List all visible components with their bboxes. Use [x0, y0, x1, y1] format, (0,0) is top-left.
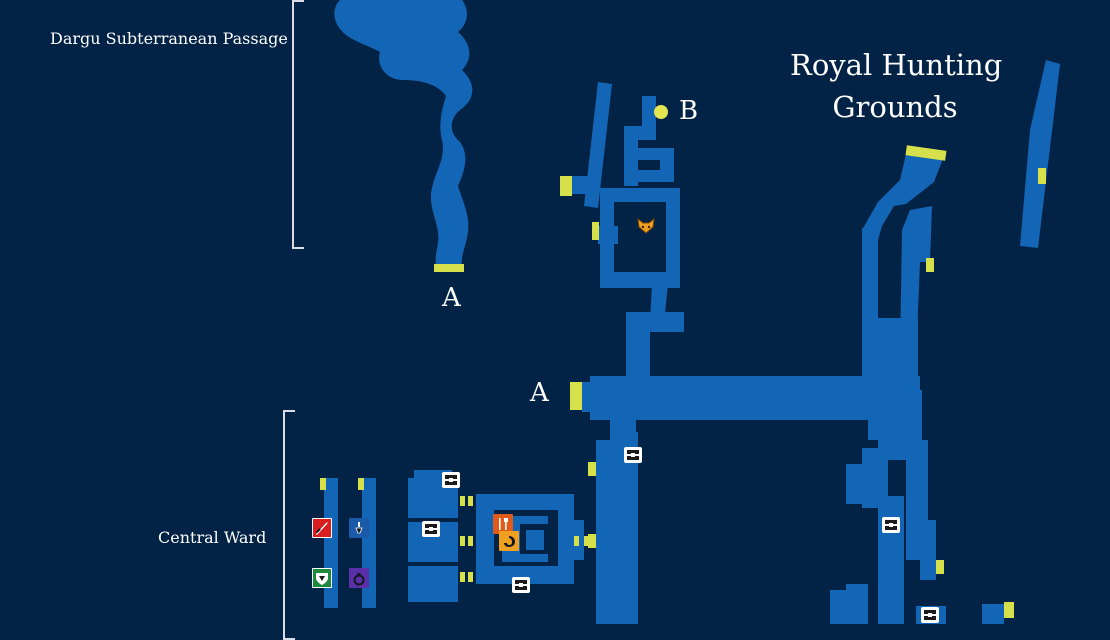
central-doors [320, 478, 589, 582]
dargu-bracket [292, 0, 304, 249]
dargu-area-label: Dargu Subterranean Passage [50, 29, 288, 48]
royal-hunting-grounds-label: Royal Hunting Grounds [790, 44, 1003, 128]
central-ward-label: Central Ward [158, 528, 267, 547]
door [1004, 602, 1014, 618]
shop-inner-core [526, 530, 544, 550]
door [592, 222, 599, 240]
door [434, 264, 464, 272]
marker-a-top: A [442, 283, 461, 313]
inn-food-icon [493, 514, 513, 534]
door [560, 176, 572, 196]
shield-shop-icon [312, 568, 332, 588]
ring-shop-icon [349, 568, 369, 588]
door [570, 382, 582, 410]
marker-a-middle: A [530, 378, 549, 408]
door [588, 534, 596, 548]
door [1038, 168, 1046, 184]
dungeon-map [320, 0, 1060, 624]
east-strip [1020, 60, 1060, 248]
potion-shop-icon [349, 518, 369, 538]
marker-b: B [679, 96, 699, 126]
royal-label-line2: Grounds [832, 90, 958, 124]
main-corridor [582, 376, 920, 440]
central-ward-bracket [283, 410, 295, 640]
door [936, 560, 944, 574]
eastern-corridors [830, 154, 1004, 624]
dargu-passage-path [334, 0, 473, 266]
door [905, 145, 947, 161]
door [926, 258, 934, 272]
marker-b-dot [654, 105, 668, 119]
sword-shop-icon [312, 518, 332, 538]
save-point-icon [499, 531, 519, 551]
door [588, 462, 596, 476]
treasure-chest-icon [511, 576, 531, 594]
treasure-chest-icon [441, 471, 461, 489]
treasure-chest-icon [623, 446, 643, 464]
treasure-chest-icon [881, 516, 901, 534]
fox-head-icon [636, 216, 656, 236]
treasure-chest-icon [920, 606, 940, 624]
treasure-chest-icon [421, 520, 441, 538]
royal-label-line1: Royal Hunting [790, 48, 1003, 82]
northern-corridors [570, 82, 684, 380]
central-vertical-passage [596, 432, 638, 624]
